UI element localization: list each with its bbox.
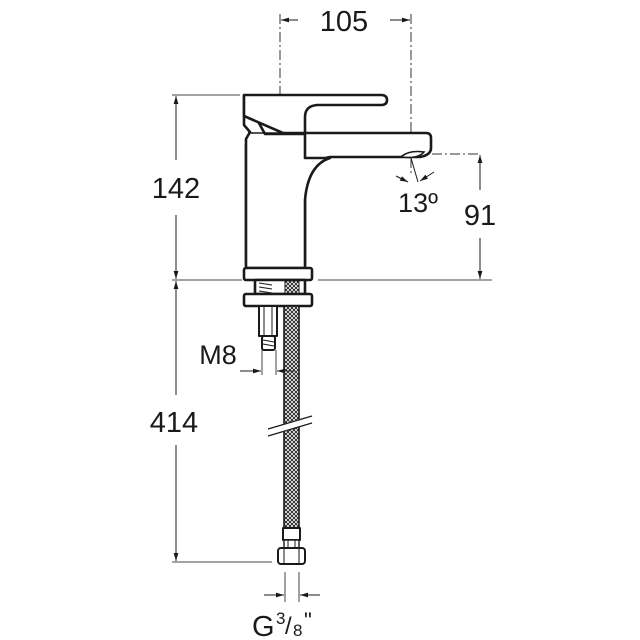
braided-hose <box>267 305 313 565</box>
extension-lines <box>172 94 492 602</box>
hose-nut <box>277 547 306 565</box>
stud-thread-top <box>258 282 273 294</box>
hose-ferrule <box>282 527 301 541</box>
dimension-hose-length-label: 414 <box>150 407 198 439</box>
stud-nut <box>258 305 278 337</box>
hose <box>283 305 300 529</box>
aerator <box>401 150 426 159</box>
dimension-stud-thread-label: M8 <box>199 340 237 370</box>
body-column <box>242 94 332 270</box>
svg-text:3: 3 <box>276 609 285 628</box>
dimension-height-label: 142 <box>152 173 200 205</box>
base-flange <box>242 266 314 282</box>
dimension-lines <box>173 17 483 598</box>
svg-text:G: G <box>252 611 275 640</box>
svg-text:/: / <box>285 613 292 640</box>
fixing-stud <box>258 305 278 351</box>
fixing-washer <box>242 292 314 308</box>
faucet-body <box>242 93 433 308</box>
stud-threaded-end <box>261 335 276 351</box>
dimension-reach-label: 105 <box>320 6 368 38</box>
dimension-angle-label: 13º <box>398 188 438 218</box>
dimension-outlet-height-label: 91 <box>464 200 496 232</box>
break-line-1 <box>267 415 313 430</box>
lever-handle <box>242 93 389 135</box>
break-line-2 <box>267 422 313 437</box>
dimension-hose-connection-label: G 3 / 8 " <box>252 608 312 640</box>
svg-text:": " <box>304 608 312 633</box>
svg-text:8: 8 <box>293 621 302 640</box>
